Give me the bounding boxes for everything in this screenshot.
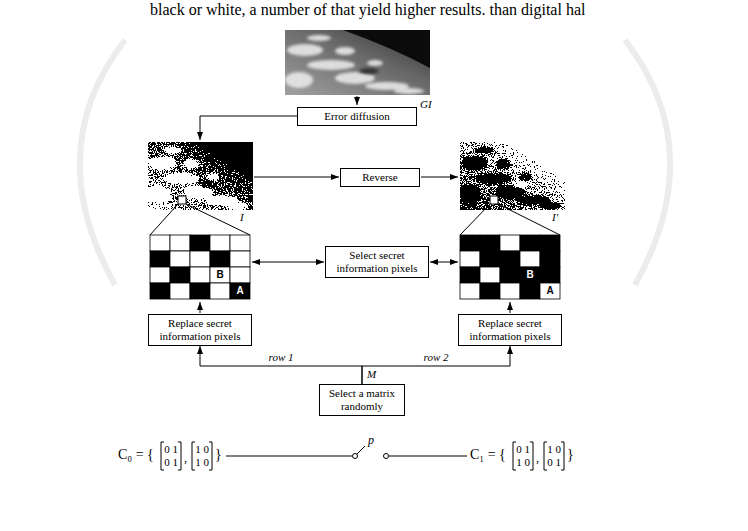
image-name: I′ <box>552 211 558 223</box>
matrix-name: M <box>367 368 376 380</box>
pixel-label: A <box>540 283 560 299</box>
matrix-bracket <box>161 442 564 470</box>
pixel-grid <box>460 235 560 299</box>
matrix-cell: 1 0 <box>194 443 210 455</box>
process-box: Select secret information pixels <box>325 246 429 278</box>
box-text: Select secret information pixels <box>330 249 424 275</box>
formula-comma: , <box>184 452 187 465</box>
matrix-cell: 0 1 <box>163 443 179 455</box>
process-box: Reverse <box>340 168 420 187</box>
connector <box>200 346 362 384</box>
matrix-cell: 0 1 <box>163 456 179 468</box>
pixel-grid <box>150 235 250 299</box>
set-formula: } <box>215 447 222 462</box>
pixel-label: B <box>210 267 230 283</box>
image-name: GI <box>420 98 432 110</box>
watermark-bracket <box>80 40 125 285</box>
box-text: Replace secret information pixels <box>463 317 557 343</box>
set-formula: } <box>567 447 574 462</box>
matrix-cell: 1 0 <box>515 456 531 468</box>
matrix-cell: 1 0 <box>194 456 210 468</box>
process-box: Select a matrix randomly <box>319 384 405 416</box>
zoom-leaders <box>150 196 560 235</box>
matrix-cell: 0 1 <box>546 456 562 468</box>
box-text: Select a matrix randomly <box>324 387 400 413</box>
switch-symbol <box>226 446 467 459</box>
process-box: Replace secret information pixels <box>148 314 252 346</box>
probability-label: p <box>368 434 374 447</box>
watermark-bracket <box>625 40 670 285</box>
halftone-image <box>148 142 253 210</box>
body-text: black or white, a number of that yield h… <box>150 1 585 19</box>
flow-arrows <box>200 96 510 313</box>
box-text: Replace secret information pixels <box>153 317 247 343</box>
connector <box>362 346 510 384</box>
connector-label: row 1 <box>267 351 296 364</box>
image-name: I <box>240 211 244 223</box>
process-box: Error diffusion <box>297 107 417 126</box>
formula-comma: , <box>536 452 539 465</box>
pixel-label: B <box>520 267 540 283</box>
box-text: Reverse <box>345 171 415 184</box>
connector-label: row 2 <box>422 351 451 364</box>
process-box: Replace secret information pixels <box>458 314 562 346</box>
box-text: Error diffusion <box>302 110 412 123</box>
set-formula: C₁ = { <box>470 447 506 462</box>
reversed-halftone-image <box>460 142 565 210</box>
pixel-label: A <box>230 283 250 299</box>
grey-image <box>285 30 430 95</box>
matrix-cell: 1 0 <box>546 443 562 455</box>
set-formula: C₀ = { <box>118 447 154 462</box>
matrix-cell: 0 1 <box>515 443 531 455</box>
